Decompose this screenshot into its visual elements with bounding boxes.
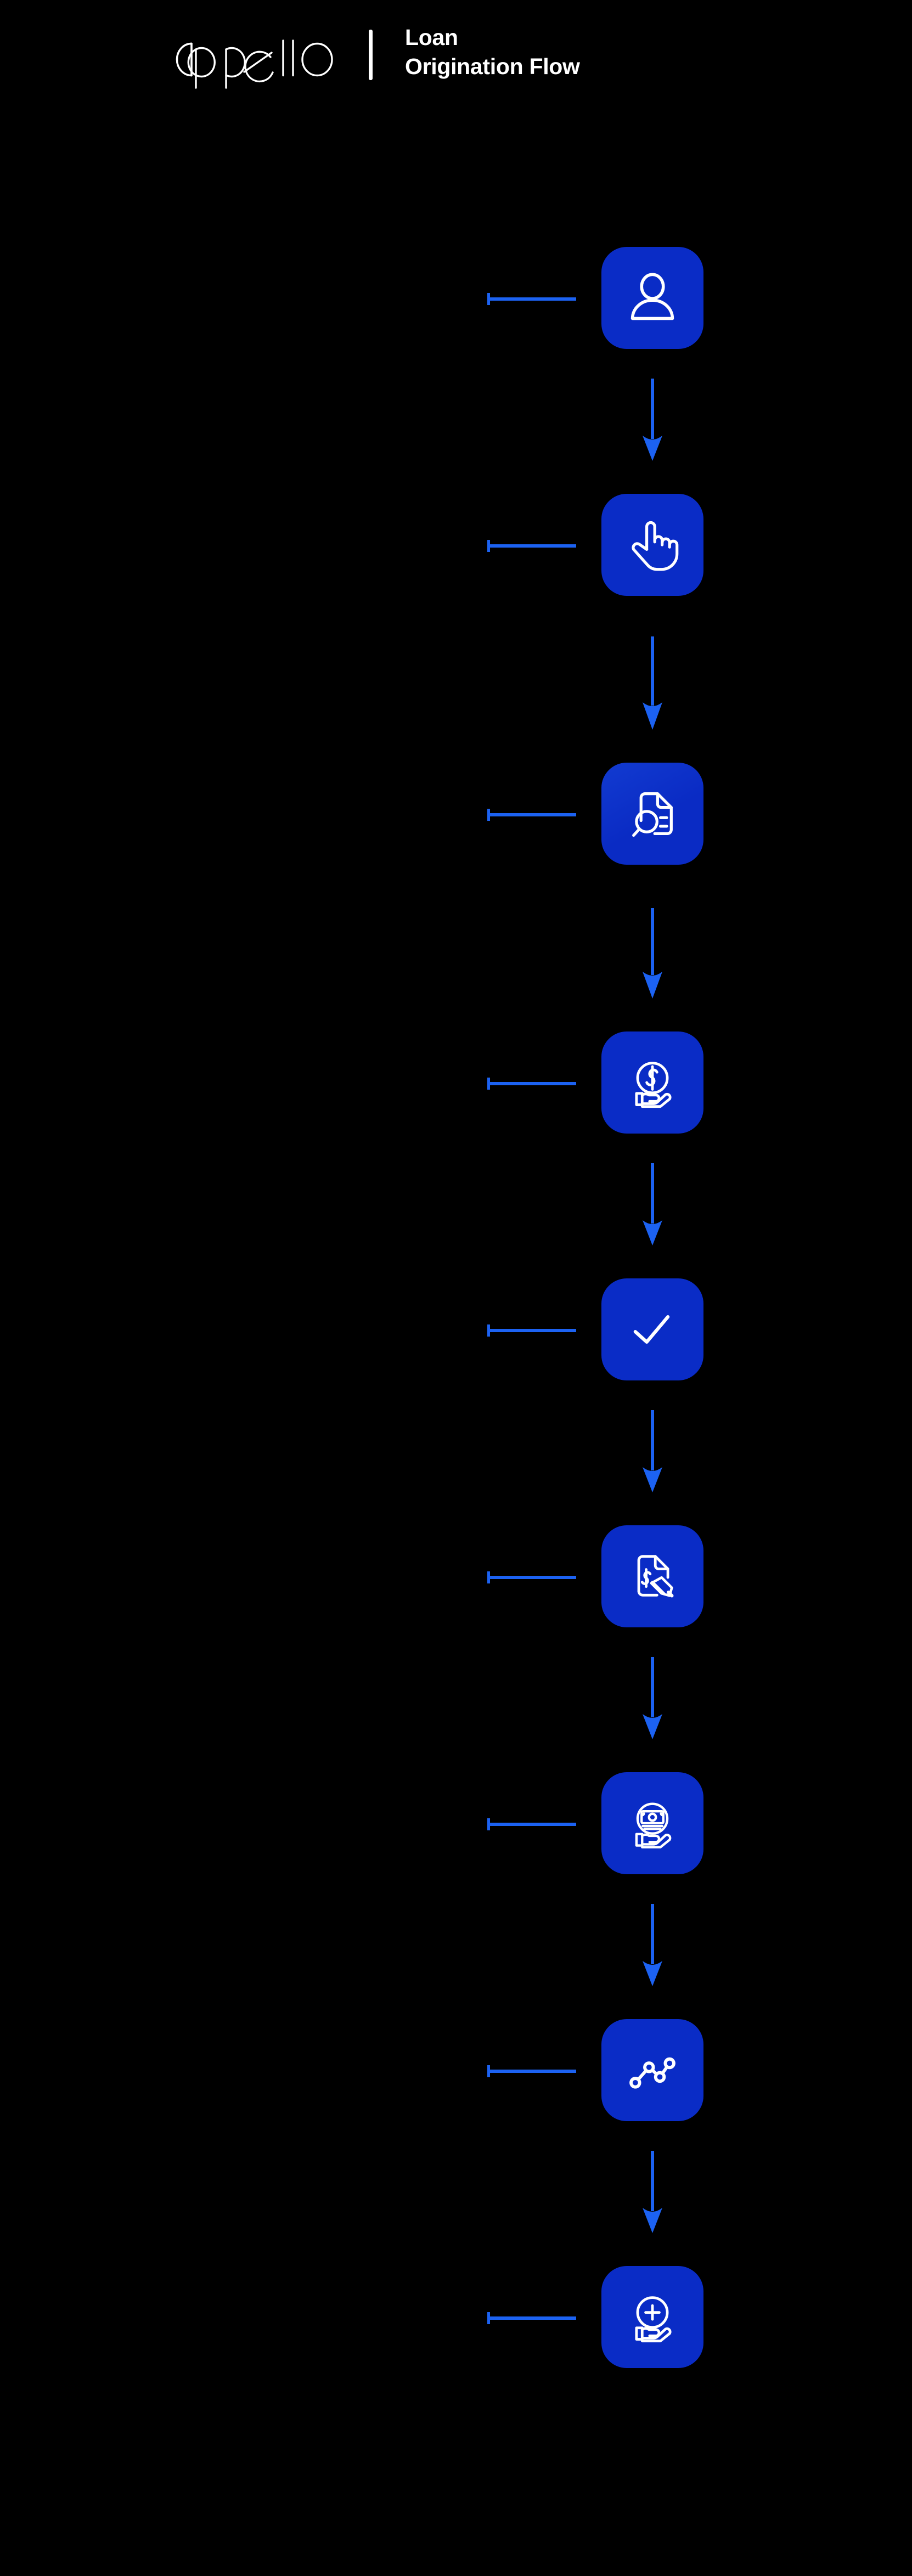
leader-line-4	[487, 1078, 576, 1090]
leader-line-1	[487, 293, 576, 305]
leader-line-bar	[487, 2316, 576, 2320]
page-title: Loan Origination Flow	[405, 23, 789, 81]
page-header: Loan Origination Flow	[0, 0, 912, 126]
leader-line-bar	[487, 2070, 576, 2073]
leader-line-bar	[487, 297, 576, 301]
step-tile-9[interactable]	[601, 2266, 703, 2368]
document-dollar-sign-pen-icon	[624, 1548, 681, 1605]
flow-step-1	[0, 247, 912, 351]
leader-line-5	[487, 1324, 576, 1337]
step-tile-3[interactable]	[601, 763, 703, 865]
flow-arrow-1	[641, 379, 664, 461]
flow-arrow-4	[641, 1163, 664, 1245]
flow-arrow-2	[641, 636, 664, 730]
step-tile-2[interactable]	[601, 494, 703, 596]
leader-line-7	[487, 1818, 576, 1830]
page-title-line-2: Origination Flow	[405, 53, 580, 79]
checkmark-icon	[624, 1301, 681, 1358]
leader-line-bar	[487, 1329, 576, 1332]
flow-step-7	[0, 1772, 912, 1876]
leader-line-bar	[487, 1823, 576, 1826]
hand-holding-plus-icon	[624, 2288, 681, 2346]
flow-arrow-3	[641, 908, 664, 999]
flow-step-5	[0, 1278, 912, 1383]
page-title-line-1: Loan	[405, 25, 458, 50]
step-tile-6[interactable]	[601, 1525, 703, 1627]
flow-step-2	[0, 494, 912, 598]
flow-step-3	[0, 763, 912, 867]
leader-line-bar	[487, 544, 576, 548]
flow-arrow-5	[641, 1410, 664, 1492]
flow-arrow-8	[641, 2151, 664, 2233]
leader-line-8	[487, 2065, 576, 2077]
pointing-hand-icon	[624, 516, 681, 573]
hand-holding-cash-icon	[624, 1795, 681, 1852]
flow-step-8	[0, 2019, 912, 2123]
flow-arrow-6	[641, 1657, 664, 1739]
leader-line-2	[487, 540, 576, 552]
line-chart-icon	[624, 2042, 681, 2099]
step-tile-4[interactable]	[601, 1031, 703, 1134]
user-icon	[624, 269, 681, 326]
header-divider-icon	[369, 30, 373, 80]
hand-holding-dollar-coin-icon	[624, 1054, 681, 1111]
leader-line-9	[487, 2312, 576, 2324]
appello-wordmark-logo	[158, 29, 339, 92]
step-tile-1[interactable]	[601, 247, 703, 349]
leader-line-bar	[487, 813, 576, 816]
leader-line-bar	[487, 1576, 576, 1579]
flow-step-4	[0, 1031, 912, 1136]
step-tile-5[interactable]	[601, 1278, 703, 1380]
flow-arrow-7	[641, 1904, 664, 1986]
step-tile-7[interactable]	[601, 1772, 703, 1874]
leader-line-bar	[487, 1082, 576, 1085]
step-tile-8[interactable]	[601, 2019, 703, 2121]
leader-line-3	[487, 809, 576, 821]
document-search-icon	[624, 785, 681, 842]
flow-step-6	[0, 1525, 912, 1630]
leader-line-6	[487, 1571, 576, 1583]
flow-step-9	[0, 2266, 912, 2370]
